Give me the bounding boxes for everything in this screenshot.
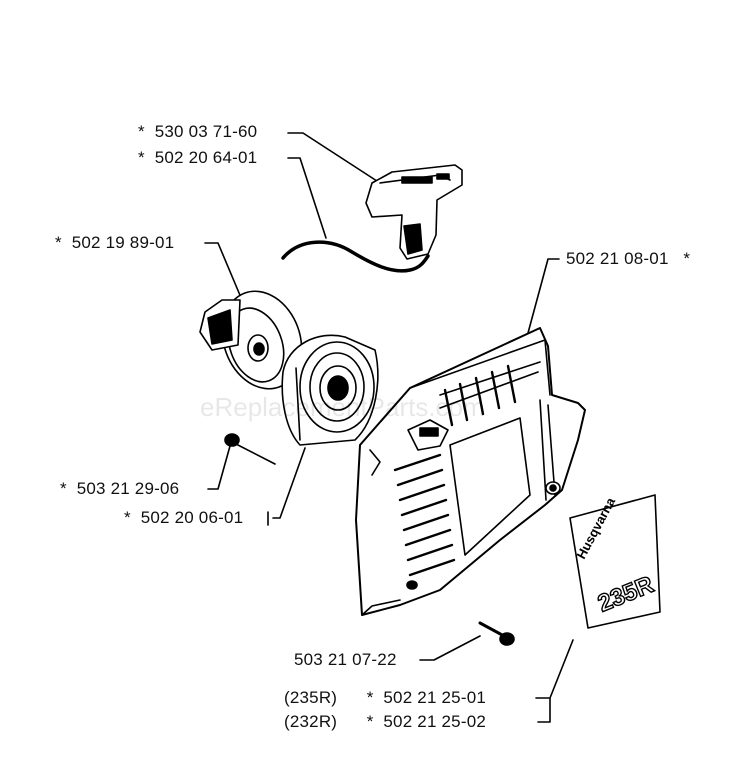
part-number: 502 20 06-01	[140, 508, 244, 527]
model-code: (235R)	[284, 688, 338, 707]
part-label-502-20-64-01: * 502 20 64-01	[138, 148, 257, 168]
starter-handle	[365, 164, 463, 260]
starter-cord	[281, 240, 430, 273]
part-prefix: *	[366, 688, 374, 707]
part-number: 502 19 89-01	[71, 233, 175, 252]
part-prefix: *	[366, 712, 374, 731]
part-label-502-21-25-02: (232R) * 502 21 25-02	[284, 712, 486, 732]
part-prefix: *	[138, 122, 145, 141]
starter-cover	[355, 327, 586, 616]
part-prefix: *	[138, 148, 145, 167]
leader-502-20-64-01	[287, 157, 327, 239]
leader-502-19-89-01	[204, 242, 243, 301]
leader-530-03-71-60	[287, 132, 381, 184]
part-number: 530 03 71-60	[154, 122, 258, 141]
leader-lines	[204, 132, 574, 723]
starter-pulley	[199, 290, 303, 390]
leader-502-20-06-01	[272, 447, 306, 519]
part-prefix: *	[683, 249, 691, 268]
part-number: 503 21 07-22	[294, 650, 397, 669]
part-label-502-19-89-01: * 502 19 89-01	[55, 233, 174, 253]
part-number: 502 21 08-01	[566, 249, 669, 268]
leader-503-21-29-06	[207, 445, 231, 490]
screw-cover	[478, 621, 515, 646]
leader-502-21-25	[535, 639, 574, 723]
part-label-530-03-71-60: * 530 03 71-60	[138, 122, 257, 142]
part-label-503-21-29-06: * 503 21 29-06	[60, 479, 179, 499]
model-code: (232R)	[284, 712, 338, 731]
part-number: 502 21 25-02	[383, 712, 487, 731]
part-number: 503 21 29-06	[76, 479, 180, 498]
part-prefix: *	[124, 508, 131, 527]
screw-small	[224, 433, 276, 465]
decal	[569, 494, 661, 629]
part-label-502-20-06-01: * 502 20 06-01	[124, 508, 243, 528]
part-number: 502 20 64-01	[154, 148, 258, 167]
leader-502-21-08-01	[527, 258, 560, 334]
part-number: 502 21 25-01	[383, 688, 487, 707]
part-label-503-21-07-22: 503 21 07-22	[294, 650, 397, 670]
part-prefix: *	[60, 479, 67, 498]
part-prefix: *	[55, 233, 62, 252]
watermark: eReplacementParts.com	[200, 392, 485, 422]
spring-housing	[281, 334, 379, 446]
leader-503-21-07-22	[419, 635, 481, 661]
part-label-502-21-08-01: 502 21 08-01 *	[566, 249, 690, 269]
part-label-502-21-25-01: (235R) * 502 21 25-01	[284, 688, 486, 708]
